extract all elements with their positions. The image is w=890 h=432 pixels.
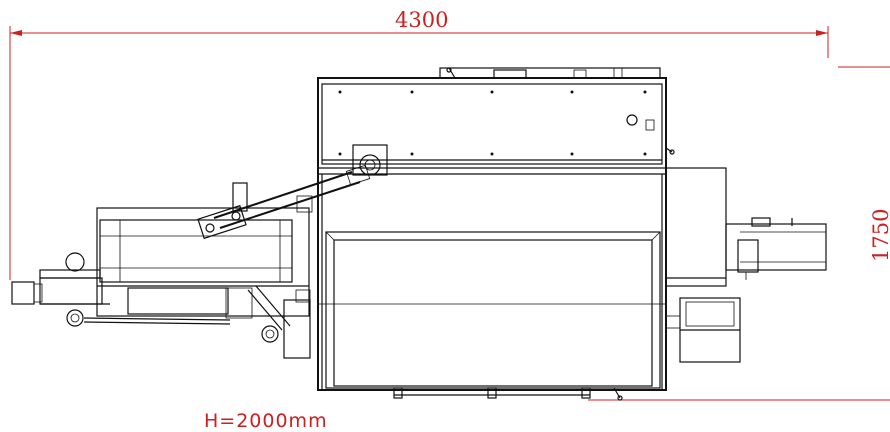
- infeed-conveyor: [11, 182, 313, 359]
- width-dimension: 1750: [588, 66, 890, 401]
- length-dimension: 4300: [9, 8, 829, 280]
- discharge-assembly: [665, 167, 827, 363]
- length-dimension-label: 4300: [395, 8, 448, 32]
- main-housing: [317, 67, 675, 401]
- height-label: H=2000mm: [204, 410, 328, 432]
- width-dimension-label: 1750: [869, 209, 890, 262]
